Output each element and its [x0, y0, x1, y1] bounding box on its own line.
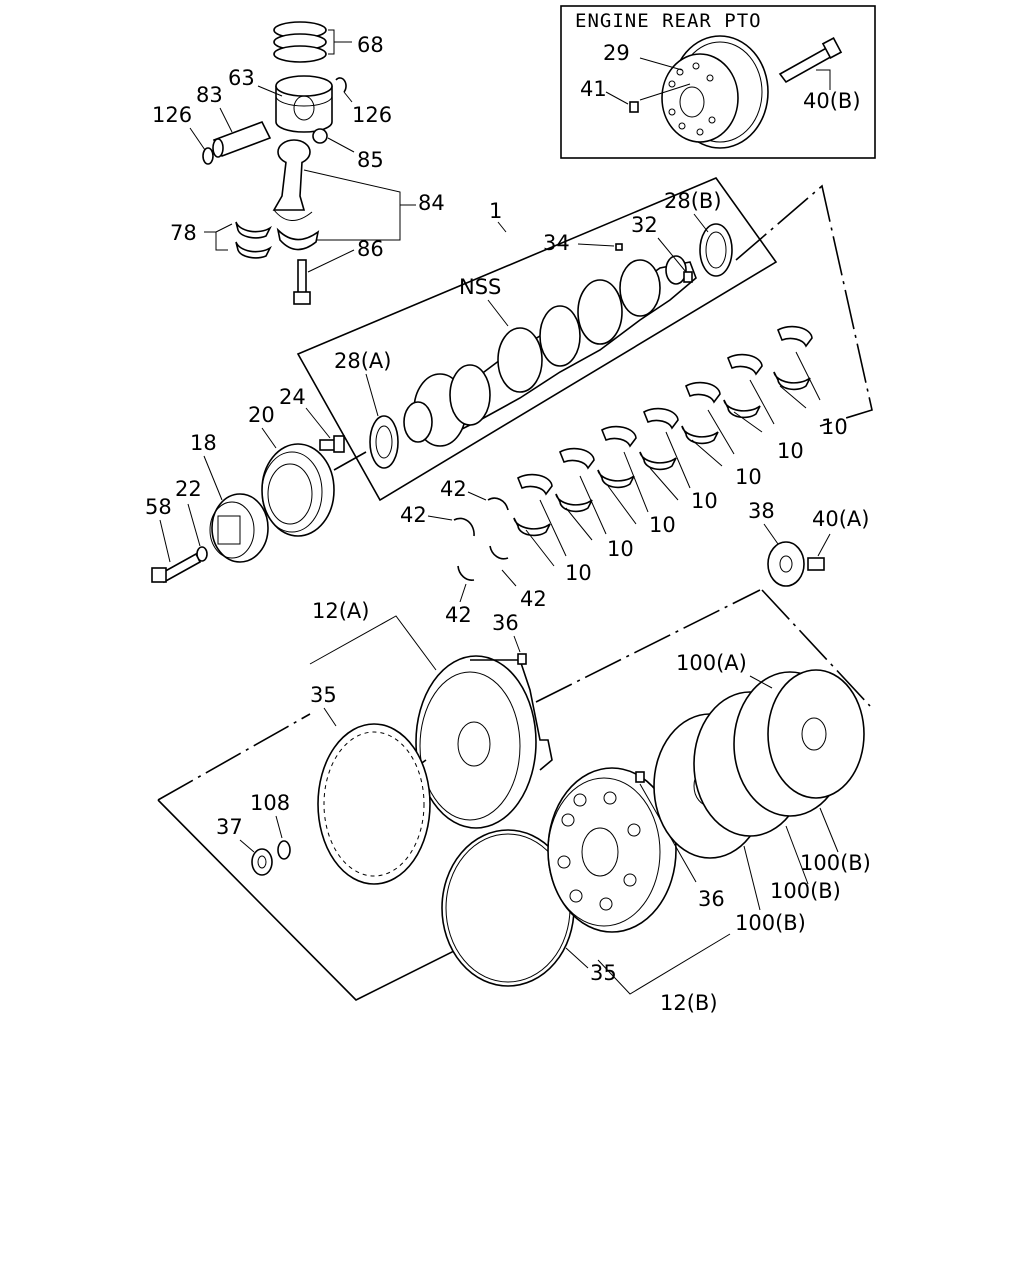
- label-1: 1: [489, 199, 502, 223]
- label-83: 83: [196, 83, 223, 107]
- ring-gear-35b: [441, 829, 575, 987]
- flywheel-12b: [547, 767, 677, 933]
- label-85: 85: [357, 148, 384, 172]
- connecting-rod: [272, 139, 313, 221]
- bolt-40a: [807, 557, 825, 571]
- bushing: [312, 128, 328, 144]
- inset-title: ENGINE REAR PTO: [575, 10, 762, 32]
- engine-rear-pto-inset: ENGINE REAR PTO 29 41 40(B): [560, 5, 876, 159]
- label-10-a: 10: [821, 415, 848, 439]
- label-35b: 35: [590, 961, 617, 985]
- label-28a: 28(A): [334, 349, 391, 373]
- label-12b: 12(B): [660, 991, 718, 1015]
- rod-cap: [276, 227, 320, 251]
- ring-gear-35a: [317, 723, 431, 885]
- label-78: 78: [170, 221, 197, 245]
- label-nss: NSS: [459, 275, 501, 299]
- pto-gear: [661, 35, 769, 149]
- label-63: 63: [228, 66, 255, 90]
- label-22: 22: [175, 477, 202, 501]
- label-10-e: 10: [649, 513, 676, 537]
- pin-34: [615, 243, 623, 251]
- label-100a: 100(A): [676, 651, 747, 675]
- label-84: 84: [418, 191, 445, 215]
- crank-gear-a: [369, 415, 399, 469]
- plate-38: [767, 541, 805, 587]
- pulley-18: [209, 493, 269, 563]
- snap-ring-left: [202, 147, 214, 165]
- flywheel-12a: [415, 655, 553, 829]
- label-100b-1: 100(B): [800, 851, 871, 875]
- pto-bolt: [778, 37, 843, 84]
- label-36b: 36: [698, 887, 725, 911]
- piston-rings: [273, 21, 352, 63]
- label-12a: 12(A): [312, 599, 369, 623]
- label-32: 32: [631, 213, 658, 237]
- label-10-d: 10: [691, 489, 718, 513]
- crankshaft-frame: [296, 177, 778, 502]
- label-42-a: 42: [440, 477, 467, 501]
- crank-gear-b: [699, 223, 733, 277]
- label-126b: 126: [352, 103, 392, 127]
- label-35a: 35: [310, 683, 337, 707]
- rod-bolt: [293, 259, 311, 305]
- label-41: 41: [580, 77, 607, 101]
- label-10-g: 10: [565, 561, 592, 585]
- dowel-36-b: [635, 771, 645, 783]
- label-10-c: 10: [735, 465, 762, 489]
- label-29: 29: [603, 41, 630, 65]
- dowel-36-a: [517, 653, 527, 665]
- thrust-washers: [453, 497, 509, 581]
- label-38: 38: [748, 499, 775, 523]
- label-10-b: 10: [777, 439, 804, 463]
- washer-22: [196, 546, 208, 562]
- piston: [275, 75, 333, 133]
- label-58: 58: [145, 495, 172, 519]
- bearing-37: [251, 848, 273, 876]
- label-20: 20: [248, 403, 275, 427]
- label-100b-2: 100(B): [770, 879, 841, 903]
- damper-20: [261, 443, 335, 537]
- label-126a: 126: [152, 103, 192, 127]
- snap-ring-108: [277, 840, 291, 860]
- main-bearings: [513, 325, 813, 537]
- flex-plate-100a: [767, 669, 865, 799]
- piston-pin: [212, 120, 272, 158]
- bolt-24: [319, 435, 345, 453]
- pto-pin: [629, 101, 639, 113]
- rod-bearings: [204, 221, 272, 259]
- label-42-d: 42: [445, 603, 472, 627]
- label-28b: 28(B): [664, 189, 722, 213]
- label-40a: 40(A): [812, 507, 869, 531]
- inset-frame: [560, 5, 876, 159]
- bolt-58: [151, 552, 202, 584]
- crankshaft: [403, 255, 697, 447]
- label-86: 86: [357, 237, 384, 261]
- snap-ring-right: [335, 77, 347, 93]
- label-68: 68: [357, 33, 384, 57]
- label-10-f: 10: [607, 537, 634, 561]
- label-36a: 36: [492, 611, 519, 635]
- label-34: 34: [543, 231, 570, 255]
- label-40b: 40(B): [803, 89, 861, 113]
- label-42-c: 42: [520, 587, 547, 611]
- label-37: 37: [216, 815, 243, 839]
- label-18: 18: [190, 431, 217, 455]
- label-100b-3: 100(B): [735, 911, 806, 935]
- label-108: 108: [250, 791, 290, 815]
- label-42-b: 42: [400, 503, 427, 527]
- key-32: [683, 271, 693, 283]
- label-24: 24: [279, 385, 306, 409]
